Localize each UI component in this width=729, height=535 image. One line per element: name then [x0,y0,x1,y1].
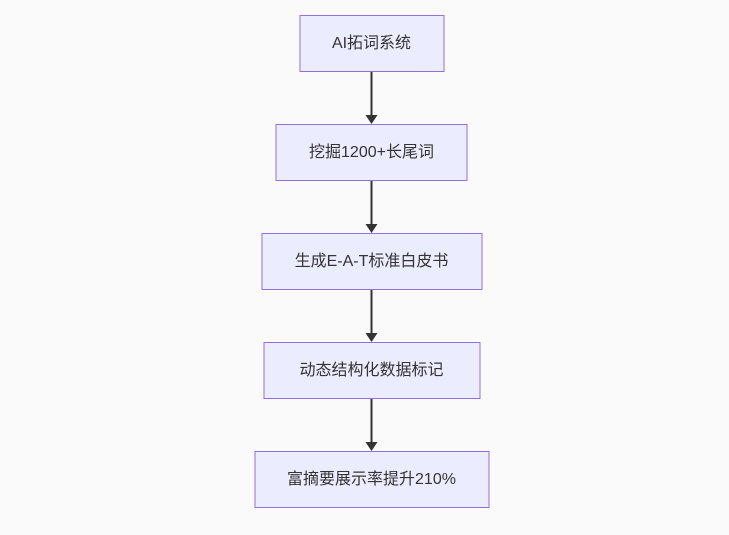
arrow-down-icon [365,115,378,124]
flow-node-ai-expansion-system: AI拓词系统 [299,15,444,72]
flow-node-structured-data-markup: 动态结构化数据标记 [263,342,480,399]
flow-edge-2 [365,181,379,233]
flow-node-longtail-keyword-mining: 挖掘1200+长尾词 [275,124,468,181]
arrow-down-icon [365,224,378,233]
arrow-down-icon [365,442,378,451]
node-label: AI拓词系统 [331,34,412,52]
edge-line [370,72,373,117]
flowchart: AI拓词系统 挖掘1200+长尾词 生成E-A-T标准白皮书 动态结构化数据标记 [254,15,489,508]
edge-line [370,181,373,226]
node-label: 富摘要展示率提升210% [287,470,456,488]
flow-node-rich-snippet-lift: 富摘要展示率提升210% [254,451,489,508]
flow-edge-4 [365,399,379,451]
node-label: 生成E-A-T标准白皮书 [294,252,449,270]
arrow-down-icon [365,333,378,342]
edge-line [370,290,373,335]
flow-edge-1 [365,72,379,124]
node-label: 挖掘1200+长尾词 [309,143,434,161]
node-label: 动态结构化数据标记 [299,361,444,379]
edge-line [370,399,373,444]
flow-node-eat-whitepaper: 生成E-A-T标准白皮书 [261,233,482,290]
flow-edge-3 [365,290,379,342]
